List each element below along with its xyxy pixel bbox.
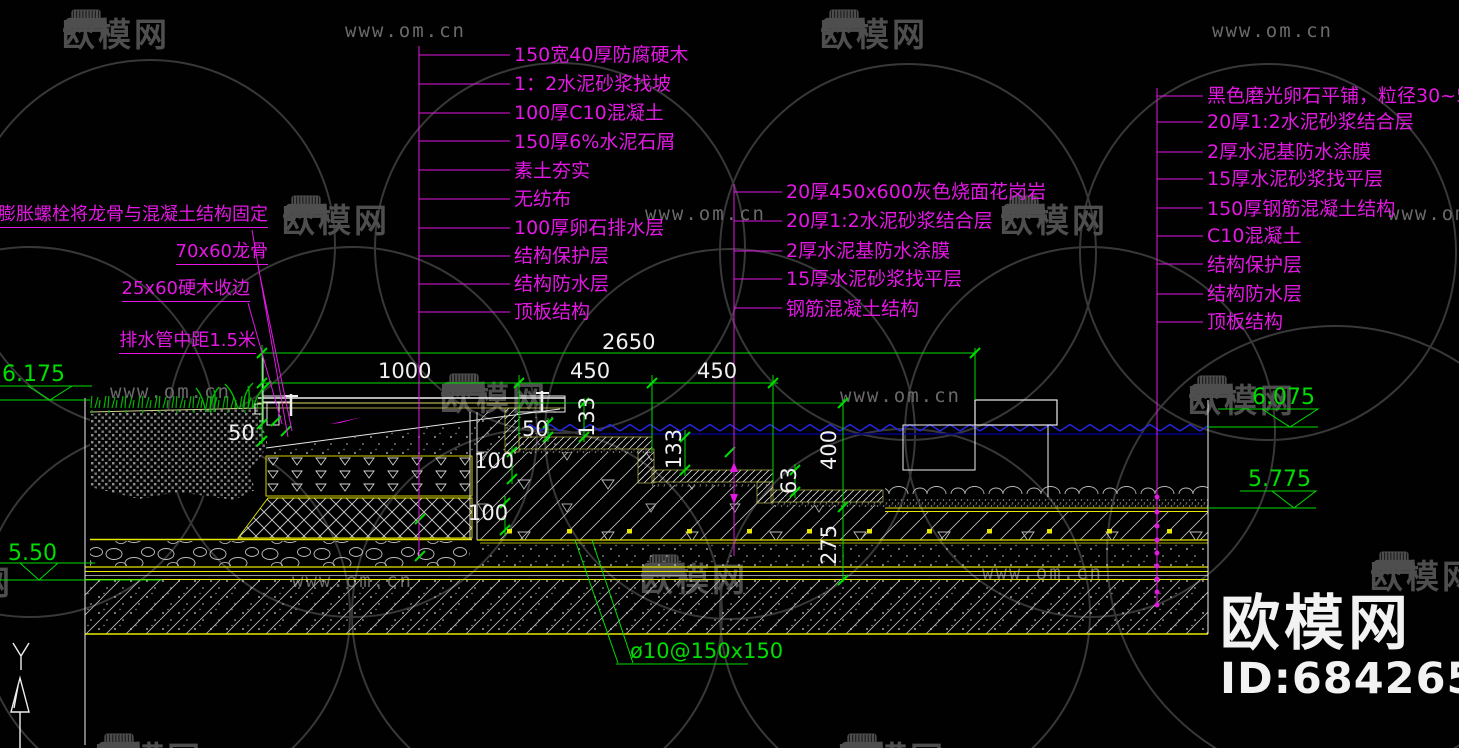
cement-chip-layer (265, 455, 473, 497)
sofa-icon (63, 9, 109, 36)
dim-50-a: 50 (228, 421, 255, 445)
watermark-brand: 欧模网 (282, 194, 390, 242)
watermark-brand: 欧模网 (1188, 374, 1296, 422)
sofa-icon (841, 733, 883, 748)
section-cut-symbol (10, 642, 30, 748)
brand-id: ID:684265 (1220, 654, 1459, 704)
pool-bench-block (902, 399, 1058, 497)
pool-water (528, 424, 1208, 435)
sofa-icon (283, 195, 329, 222)
leader-marks (330, 417, 1160, 608)
dim-1000: 1000 (378, 359, 431, 383)
elevation-6075: 6.075 (1252, 385, 1315, 410)
watermark-url: www.om.cn (345, 20, 466, 42)
watermark-brand-text: 欧模网 (0, 556, 13, 604)
watermark-brand: 欧模网 (820, 8, 928, 56)
watermark-brand: 欧模网 (1000, 194, 1108, 242)
c10-bedding (480, 543, 1208, 566)
sofa-icon (1189, 375, 1235, 402)
dim-450-b: 450 (697, 359, 737, 383)
granite-step-2 (651, 469, 774, 483)
watermark-brand-text: 欧模网 (838, 732, 946, 748)
dim-2650: 2650 (602, 330, 655, 354)
pebble-drainage-layer (90, 541, 470, 566)
dim-275: 275 (817, 525, 841, 565)
sofa-icon (1001, 195, 1047, 222)
roof-slab (85, 566, 1208, 635)
watermark-brand: 欧模网 (95, 732, 203, 748)
pool-structure (469, 407, 1208, 566)
dim-100-a: 100 (474, 449, 514, 473)
compacted-soil-layer (237, 497, 473, 539)
dim-100-b: 100 (468, 501, 508, 525)
watermark-brand: 欧模网 (1370, 550, 1459, 598)
sofa-icon (1371, 551, 1417, 578)
dimension-texts: 2650 1000 450 450 50 50 100 100 133 133 … (2, 330, 1315, 663)
brand-name: 欧模网 (1220, 589, 1412, 659)
planting-soil-mound (89, 382, 268, 500)
leader-lines (247, 46, 1203, 606)
site-brand: 欧模网 ID:684265 (1220, 594, 1459, 701)
dim-450-a: 450 (570, 359, 610, 383)
watermark-brand: 欧模网 (0, 556, 13, 604)
dim-63: 63 (777, 467, 801, 494)
watermark-brand: 欧模网 (62, 8, 170, 56)
grass (90, 396, 258, 413)
rebar-dots (500, 529, 1208, 535)
black-pebble-floor (885, 486, 1208, 499)
watermark-circle (719, 63, 1097, 441)
watermark-brand-text: 欧模网 (95, 732, 203, 748)
elevation-550: 5.50 (8, 541, 57, 566)
rebar-spec: ø10@150x150 (630, 639, 783, 663)
watermark-circle (1079, 63, 1457, 441)
elevation-6175: 6.175 (2, 362, 65, 387)
dim-50-b: 50 (522, 417, 549, 441)
sofa-icon (821, 9, 867, 36)
watermark-brand: 欧模网 (838, 732, 946, 748)
watermark-url: www.om.cn (840, 385, 961, 407)
dim-133-a: 133 (575, 397, 599, 437)
watermark-url: www.om.cn (1388, 203, 1459, 225)
dim-400: 400 (817, 430, 841, 470)
elevation-5775: 5.775 (1248, 467, 1311, 492)
dim-133-b: 133 (662, 429, 686, 469)
sofa-icon (98, 733, 140, 748)
watermark-url: www.om.cn (1212, 20, 1333, 42)
